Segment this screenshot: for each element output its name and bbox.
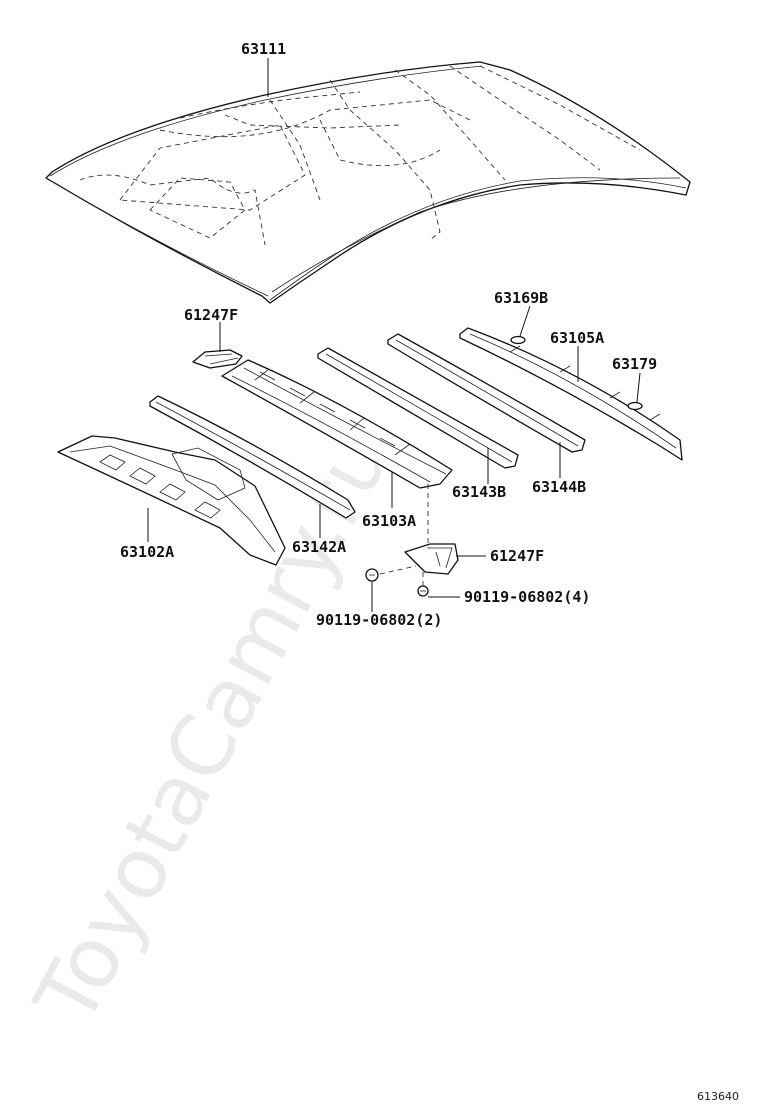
roof-bow-63103A (221, 359, 453, 489)
label-61247F-bottom: 61247F (490, 547, 544, 565)
washer-63179 (627, 401, 643, 411)
roof-bow-63144B (387, 333, 586, 453)
leader-63169B (519, 305, 531, 337)
label-63111: 63111 (241, 40, 286, 58)
label-63144B: 63144B (532, 478, 586, 496)
roof-bow-63142A (149, 395, 356, 519)
bolt-90119-06802-left (365, 568, 379, 582)
diagram-code: 613640 (697, 1090, 739, 1103)
roof-bow-63143B (317, 347, 519, 469)
label-90119-06802-4: 90119-06802(4) (464, 588, 590, 606)
label-63179: 63179 (612, 355, 657, 373)
roof-panel-63111 (45, 61, 691, 304)
bracket-61247F-top (192, 349, 243, 369)
label-63142A: 63142A (292, 538, 346, 556)
label-61247F-top: 61247F (184, 306, 238, 324)
leader-63179 (636, 372, 641, 403)
bracket-61247F-bottom (404, 543, 459, 575)
label-63143B: 63143B (452, 483, 506, 501)
bolt-90119-06802-right (417, 585, 429, 597)
label-63105A: 63105A (550, 329, 604, 347)
rear-header-63105A (459, 327, 683, 461)
label-63102A: 63102A (120, 543, 174, 561)
front-header-63102A (57, 435, 286, 566)
label-63169B: 63169B (494, 289, 548, 307)
washer-63169B (510, 335, 526, 345)
label-90119-06802-2: 90119-06802(2) (316, 611, 442, 629)
label-63103A: 63103A (362, 512, 416, 530)
